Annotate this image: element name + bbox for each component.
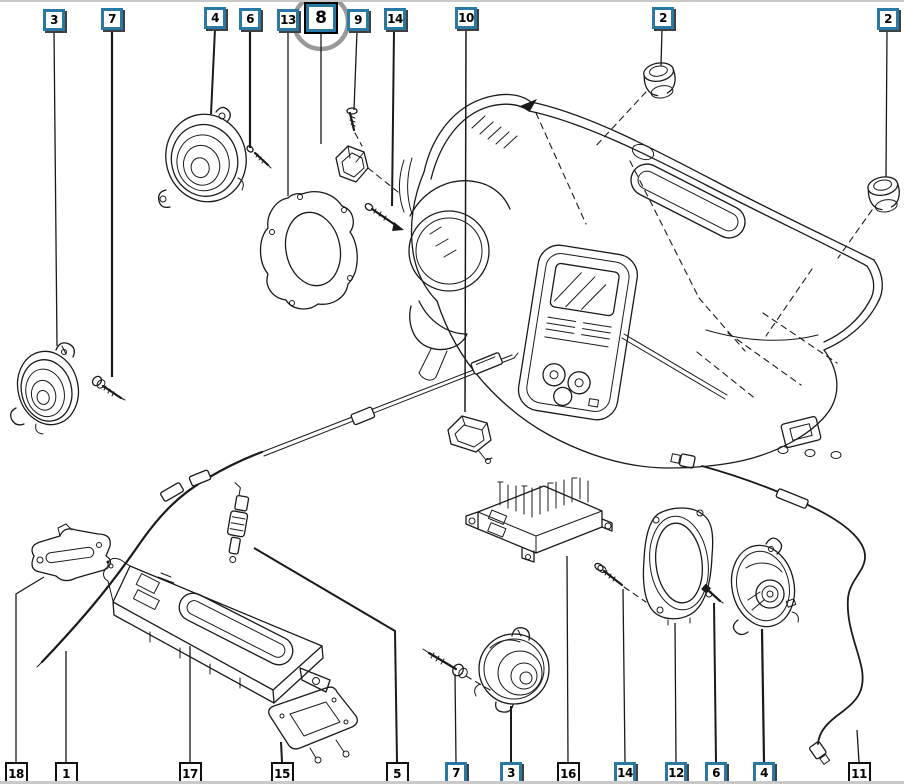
leader-line-12 [674, 622, 677, 763]
leader-line-10 [464, 28, 467, 413]
screw-6-upper [246, 145, 272, 169]
amplifier [465, 477, 613, 563]
callout-13-top[interactable]: 13 [277, 9, 299, 31]
leader-line-7 [454, 673, 457, 763]
speaker-lower-right [730, 537, 799, 636]
tweeter-top [593, 62, 676, 149]
screw-6-lower [701, 583, 724, 604]
callout-2-top[interactable]: 2 [877, 8, 899, 30]
center-stack [517, 244, 638, 421]
leader-line-14 [391, 29, 395, 207]
leader-line-18 [15, 576, 45, 762]
leader-line-14 [622, 588, 626, 763]
antenna-base-part [226, 482, 250, 564]
leader-line-6 [713, 602, 717, 763]
part-8-module [335, 145, 399, 193]
page-top-edge [0, 0, 904, 2]
leader-line-2 [660, 28, 663, 67]
leader-line-11 [856, 729, 860, 763]
leader-line-15 [280, 741, 283, 763]
antenna-cable-whip [36, 450, 264, 668]
leader-line-4 [210, 28, 216, 115]
callout-16-bottom: 16 [556, 762, 580, 784]
leader-line-16 [566, 555, 569, 763]
mounting-bracket-15 [268, 686, 358, 764]
antenna-module [447, 415, 493, 464]
radio-unit [103, 557, 331, 704]
leader-line-4 [760, 628, 766, 763]
page-bottom-edge [0, 781, 904, 784]
defroster-vent [630, 163, 746, 239]
screw-9 [346, 107, 363, 147]
leader-line-3 [53, 29, 58, 347]
front-speaker-upper [158, 106, 247, 209]
callout-4-top[interactable]: 4 [204, 7, 226, 29]
leader-line-2 [885, 29, 888, 178]
speaker-lower-center [474, 627, 550, 713]
antenna-coax-cable [670, 453, 866, 765]
callout-7-top[interactable]: 7 [101, 8, 123, 30]
screw-7-lower [422, 648, 491, 691]
callout-8-selected-top[interactable]: 8 [304, 2, 338, 34]
screw-7-left [91, 375, 126, 401]
antenna-rod [261, 352, 519, 457]
callout-6-top[interactable]: 6 [239, 8, 261, 30]
callout-number: 8 [309, 7, 333, 29]
speaker-adapter-ring [642, 507, 714, 626]
mounting-bracket-18 [31, 523, 112, 582]
screw-14-upper [364, 202, 404, 231]
tweeter-right [837, 176, 900, 259]
callout-14-bottom[interactable]: 14 [614, 762, 636, 784]
dashboard-outline [399, 93, 883, 469]
callout-3-top[interactable]: 3 [43, 9, 65, 31]
callout-10-top[interactable]: 10 [455, 7, 477, 29]
screw-14-lower [594, 562, 647, 603]
leader-line-5 [253, 547, 398, 763]
callout-14-top[interactable]: 14 [384, 8, 406, 30]
leader-lines [15, 28, 888, 763]
callout-2-top[interactable]: 2 [652, 7, 674, 29]
callout-17-bottom: 17 [178, 762, 202, 784]
speaker-left [10, 342, 80, 435]
callout-9-top[interactable]: 9 [347, 9, 369, 31]
leader-line-9 [353, 30, 358, 111]
speaker-adapter-plate [259, 191, 358, 310]
callout-15-bottom: 15 [270, 762, 294, 784]
